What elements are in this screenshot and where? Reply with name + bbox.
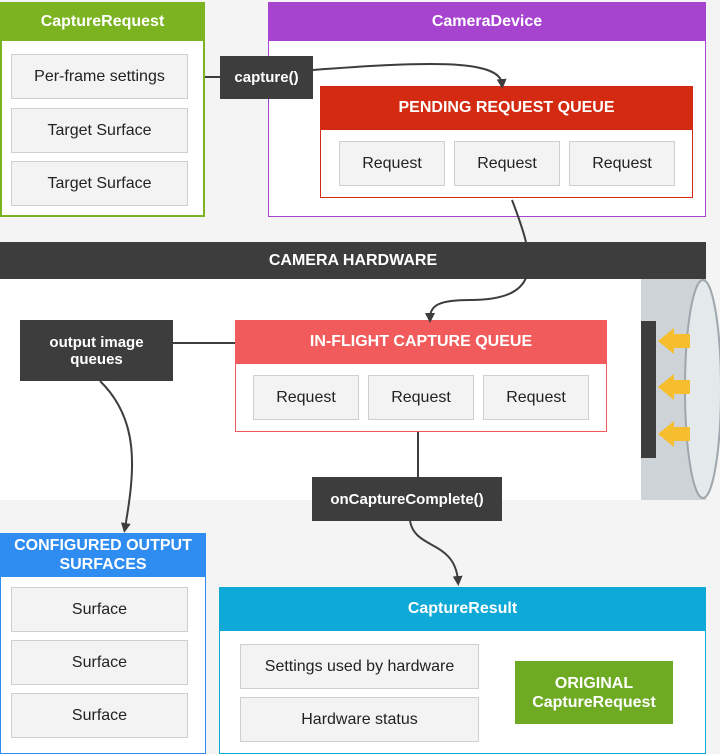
capture-call-label: capture() [220,56,313,99]
on-capture-complete-label: onCaptureComplete() [312,477,502,521]
pending-request-box: Request [339,141,445,186]
in-flight-request-box: Request [368,375,474,420]
camera-lens-area [641,279,706,500]
callback-to-result-arrow [409,520,463,586]
in-flight-request-box: Request [253,375,359,420]
settings-used-by-hardware-box: Settings used by hardware [240,644,479,689]
configured-output-surfaces-header: CONFIGURED OUTPUT SURFACES [0,533,206,577]
output-image-queues-label: output image queues [20,320,173,381]
camera-hardware-header: CAMERA HARDWARE [0,242,706,279]
pending-request-box: Request [569,141,675,186]
pending-request-box: Request [454,141,560,186]
camera-device-header: CameraDevice [268,2,706,41]
hardware-status-box: Hardware status [240,697,479,742]
pending-request-queue-header: PENDING REQUEST QUEUE [320,86,693,130]
in-flight-request-box: Request [483,375,589,420]
capture-request-header: CaptureRequest [0,2,205,41]
capture-result-header: CaptureResult [219,587,706,631]
surface-box: Surface [11,640,188,685]
per-frame-settings-box: Per-frame settings [11,54,188,99]
target-surface-box: Target Surface [11,161,188,206]
surface-box: Surface [11,587,188,632]
surface-box: Surface [11,693,188,738]
target-surface-box: Target Surface [11,108,188,153]
in-flight-capture-queue-header: IN-FLIGHT CAPTURE QUEUE [235,320,607,364]
original-capture-request-box: ORIGINAL CaptureRequest [515,661,673,724]
